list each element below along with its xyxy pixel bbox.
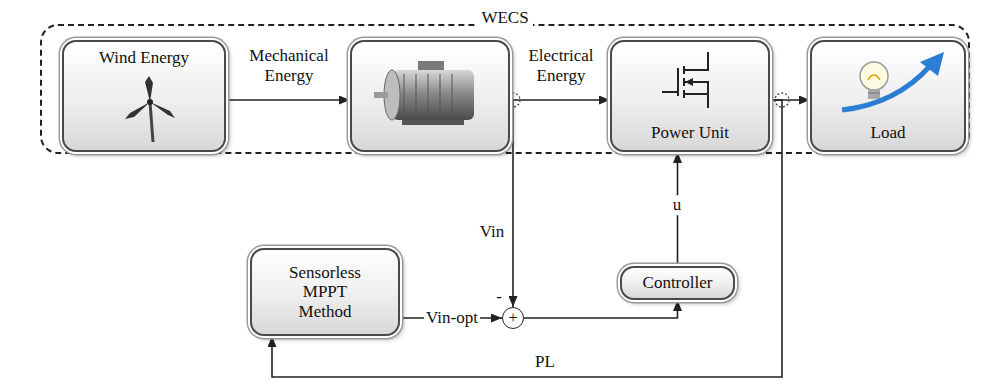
source-box: Wind Energy bbox=[62, 40, 226, 152]
tap-circle bbox=[775, 93, 789, 107]
node-label: Sensorless MPPT Method bbox=[280, 263, 370, 322]
converter-box: Power Unit bbox=[610, 40, 770, 152]
signal-arrow bbox=[510, 100, 513, 307]
signal-arrow bbox=[226, 99, 350, 101]
node-label: Wind Energy bbox=[99, 48, 189, 68]
edge-label: Mechanical Energy bbox=[233, 46, 345, 85]
node-label: Load bbox=[871, 123, 906, 143]
node-label: Controller bbox=[643, 273, 713, 293]
edge-label: Electrical Energy bbox=[515, 46, 607, 85]
signal-arrow bbox=[510, 99, 610, 101]
edge-label: PL bbox=[535, 352, 555, 372]
generator-box bbox=[350, 40, 510, 152]
sign-label: - bbox=[496, 287, 502, 307]
region-title: WECS bbox=[477, 9, 532, 27]
mppt-box: Sensorless MPPT Method bbox=[250, 248, 400, 336]
signal-arrow bbox=[524, 300, 678, 318]
edge-label: u bbox=[671, 195, 684, 215]
controller-box: Controller bbox=[620, 266, 735, 300]
node-label: + bbox=[508, 310, 517, 326]
load-box: Load bbox=[810, 40, 966, 152]
edge-label: Vin-opt bbox=[424, 308, 480, 328]
generator-icon bbox=[352, 42, 512, 146]
summing-junction: + bbox=[502, 307, 524, 329]
node-label: Power Unit bbox=[651, 123, 729, 143]
edge-label: Vin bbox=[480, 222, 504, 242]
system-boundary: WECS Wind Energy bbox=[40, 24, 970, 154]
